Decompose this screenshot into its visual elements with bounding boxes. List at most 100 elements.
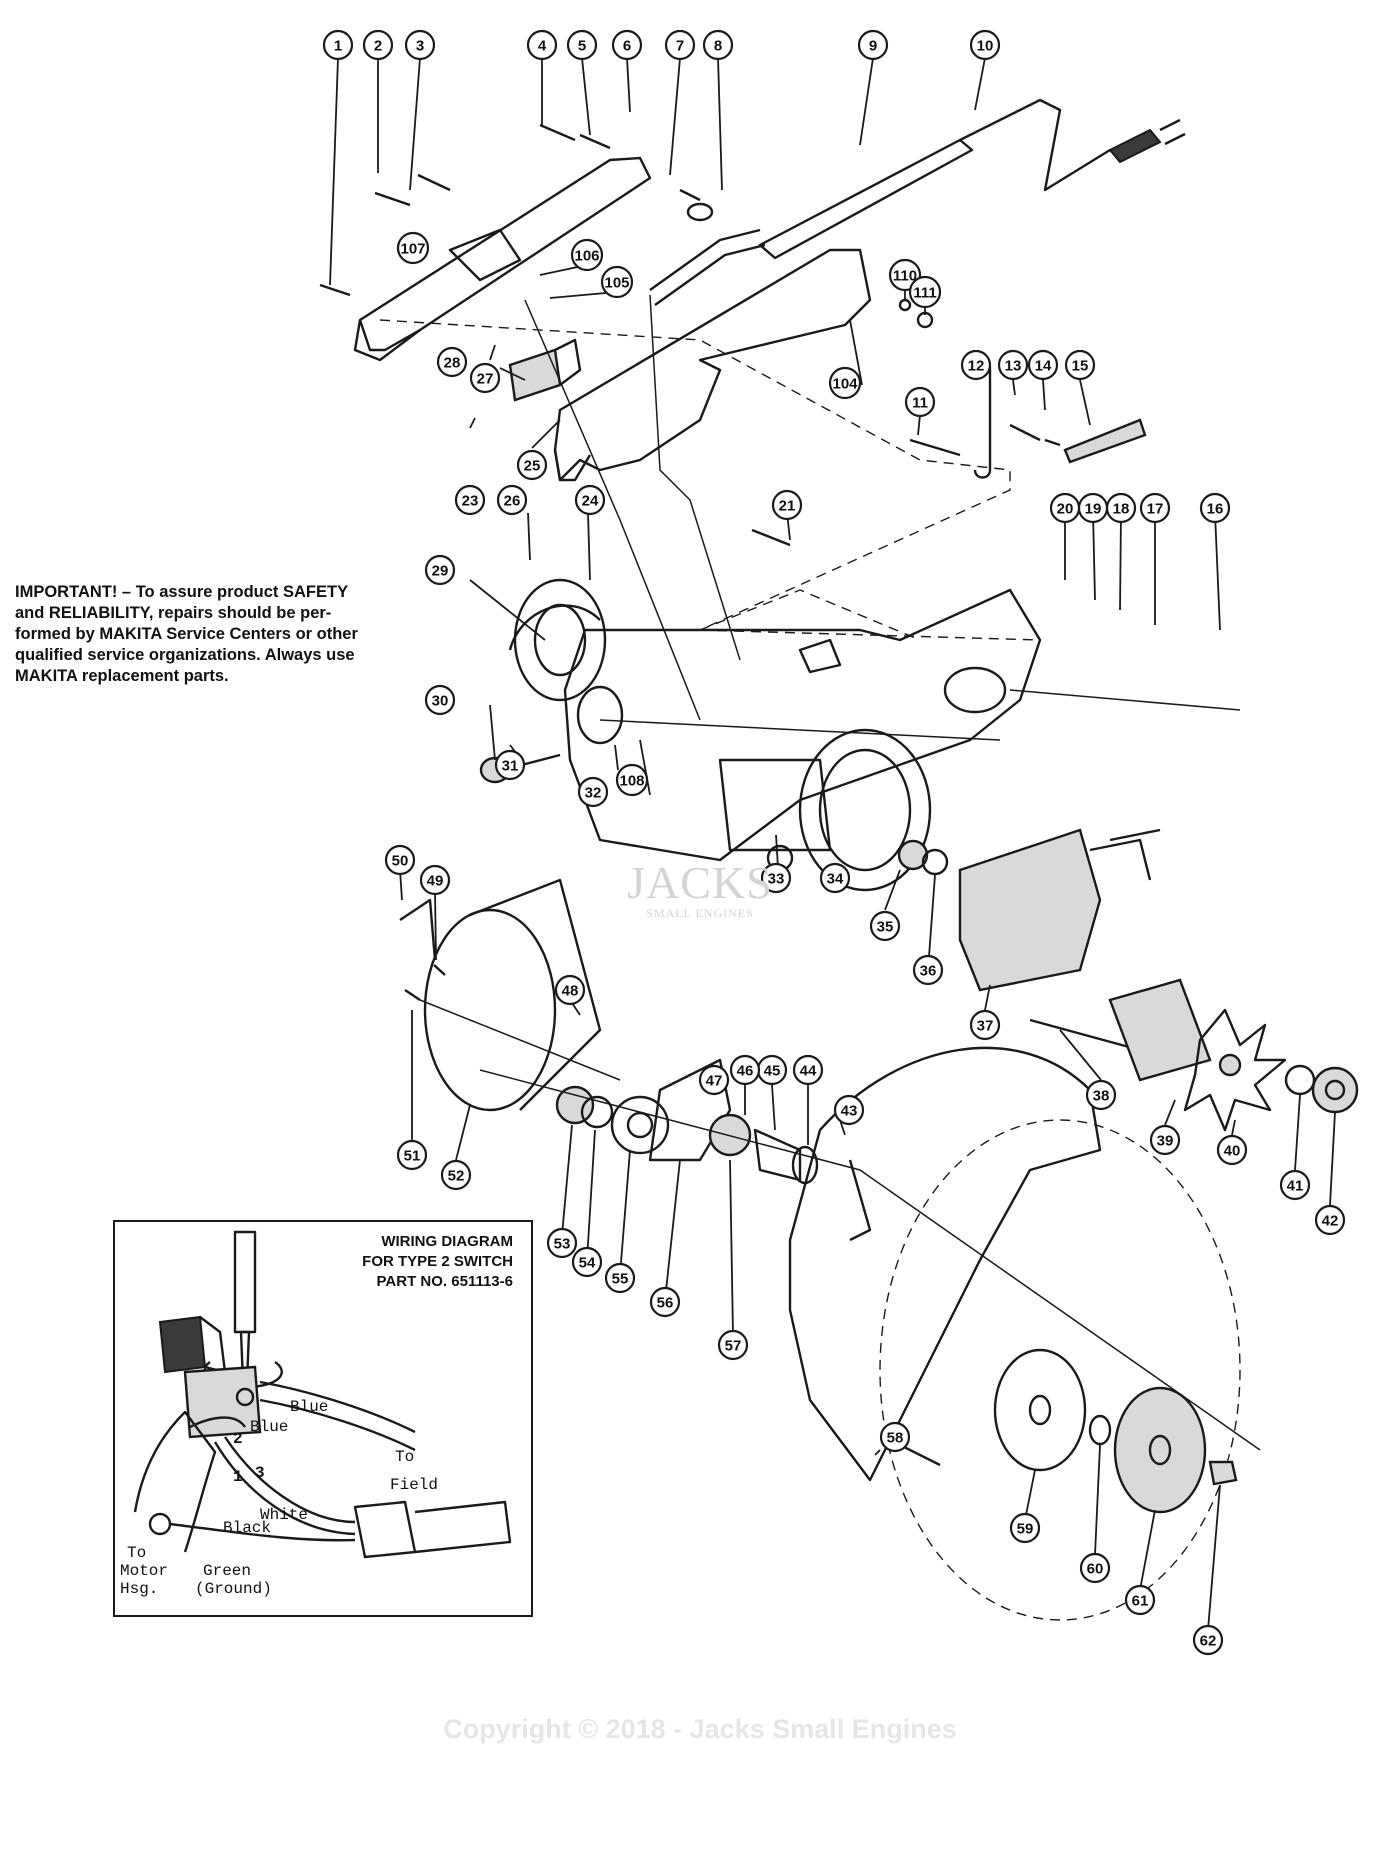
callout-16: 16: [1199, 492, 1231, 524]
callout-circle: [516, 449, 548, 481]
callout-circle: [396, 1139, 428, 1171]
wire-label-field: Field: [390, 1476, 439, 1494]
callout-circle: [969, 1009, 1001, 1041]
callout-30: 30: [424, 684, 456, 716]
motor-housing: [479, 528, 1359, 1132]
callout-circle: [819, 862, 851, 894]
callout-number: 48: [562, 983, 579, 1000]
callout-52: 52: [440, 1159, 472, 1191]
callout-number: 19: [1085, 501, 1102, 518]
callout-circle: [1149, 1124, 1181, 1156]
callout-number: 50: [392, 853, 409, 870]
callout-26: 26: [496, 484, 528, 516]
callout-circle: [1009, 1512, 1041, 1544]
callout-61: 61: [1124, 1584, 1156, 1616]
callout-number: 111: [913, 285, 936, 302]
wire-label-hsg: Hsg.: [120, 1580, 159, 1598]
callout-number: 40: [1224, 1143, 1241, 1160]
callout-number: 9: [869, 38, 877, 55]
callout-number: 58: [887, 1430, 904, 1447]
callout-58: 58: [879, 1421, 911, 1453]
callout-circle: [615, 763, 649, 797]
reference-lines: [379, 294, 1261, 1451]
callout-number: 47: [706, 1073, 723, 1090]
callout-5: 5: [566, 29, 598, 61]
callout-49: 49: [419, 864, 451, 896]
callout-circle: [494, 749, 526, 781]
callout-circle: [1085, 1079, 1117, 1111]
callout-circle: [404, 29, 436, 61]
callout-47: 47: [698, 1064, 730, 1096]
callout-107: 107: [396, 231, 430, 265]
callout-number: 51: [404, 1148, 421, 1165]
wire-label-ground: (Ground): [195, 1580, 272, 1598]
copyright-text: Copyright © 2018 - Jacks Small Engines: [443, 1714, 957, 1744]
wiring-title: WIRING DIAGRAM FOR TYPE 2 SWITCH PART NO…: [362, 1232, 513, 1292]
callout-circle: [571, 1246, 603, 1278]
callout-36: 36: [912, 954, 944, 986]
callout-circle: [912, 954, 944, 986]
callout-circle: [396, 231, 430, 265]
callout-21: 21: [771, 489, 803, 521]
wiring-illustration: [133, 1230, 512, 1559]
callout-number: 11: [912, 395, 928, 412]
callout-55: 55: [604, 1262, 636, 1294]
callout-number: 15: [1072, 358, 1089, 375]
callout-circle: [1027, 349, 1059, 381]
callout-circle: [469, 362, 501, 394]
leader-lines: [329, 57, 1336, 1631]
watermark-line-2: SMALL ENGINES: [646, 906, 754, 920]
callout-number: 38: [1093, 1088, 1110, 1105]
callout-number: 13: [1005, 358, 1022, 375]
callout-60: 60: [1079, 1552, 1111, 1584]
gear-housing: [399, 878, 1241, 1621]
callout-circle: [908, 275, 942, 309]
notice-line: IMPORTANT! – To assure product SAFETY: [15, 583, 349, 601]
callout-number: 62: [1200, 1633, 1217, 1650]
callout-46: 46: [729, 1054, 761, 1086]
wire-label-white: White: [260, 1506, 309, 1524]
callout-number: 26: [504, 493, 521, 510]
callout-23: 23: [454, 484, 486, 516]
callout-number: 104: [832, 376, 858, 393]
callout-number: 35: [877, 919, 894, 936]
callout-circle: [570, 238, 604, 272]
callout-circle: [574, 484, 606, 516]
callout-35: 35: [869, 910, 901, 942]
callout-44: 44: [792, 1054, 824, 1086]
callout-circle: [702, 29, 734, 61]
callout-106: 106: [570, 238, 604, 272]
callout-circle: [424, 554, 456, 586]
callout-number: 30: [432, 693, 449, 710]
callout-48: 48: [554, 974, 586, 1006]
callout-number: 46: [737, 1063, 754, 1080]
callout-circle: [526, 29, 558, 61]
callout-circle: [1192, 1624, 1224, 1656]
callout-circle: [322, 29, 354, 61]
callout-number: 60: [1087, 1561, 1104, 1578]
terminal-3: 3: [255, 1464, 265, 1482]
callout-number: 6: [623, 38, 631, 55]
callout-circle: [1124, 1584, 1156, 1616]
callout-number: 55: [612, 1271, 629, 1288]
callout-59: 59: [1009, 1512, 1041, 1544]
callout-number: 33: [768, 871, 785, 888]
wire-label-blue-2: Blue: [250, 1418, 289, 1436]
callout-37: 37: [969, 1009, 1001, 1041]
callout-number: 25: [524, 458, 541, 475]
wire-label-black: Black: [223, 1519, 272, 1537]
callout-10: 10: [969, 29, 1001, 61]
wiring-title-line: WIRING DIAGRAM: [381, 1233, 513, 1250]
callout-circle: [792, 1054, 824, 1086]
callout-number: 12: [968, 358, 985, 375]
callout-circle: [960, 349, 992, 381]
wiring-diagram-inset: WIRING DIAGRAM FOR TYPE 2 SWITCH PART NO…: [113, 1220, 533, 1617]
callout-circle: [1199, 492, 1231, 524]
callout-circle: [729, 1054, 761, 1086]
callout-number: 32: [585, 785, 602, 802]
callout-number: 21: [779, 498, 796, 515]
callout-54: 54: [571, 1246, 603, 1278]
callout-number: 107: [400, 241, 425, 258]
callout-circle: [1139, 492, 1171, 524]
